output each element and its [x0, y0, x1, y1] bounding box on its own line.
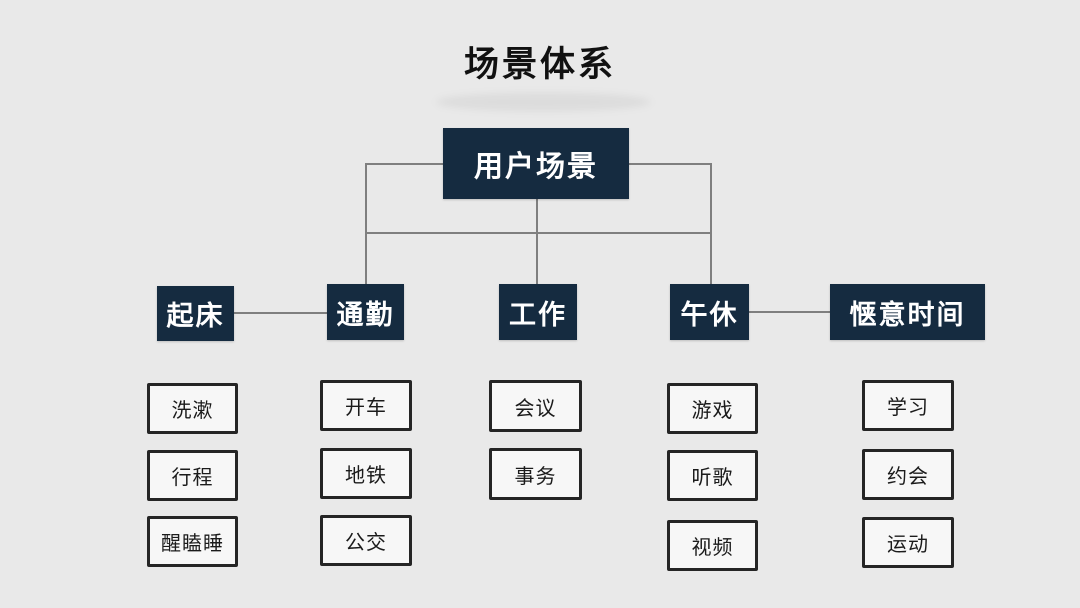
node-commute: 通勤 — [327, 284, 404, 340]
leaf-driving: 开车 — [320, 380, 412, 431]
diagram-title: 场景体系 — [463, 45, 616, 84]
title-shadow — [436, 93, 651, 111]
leaf-meeting: 会议 — [489, 380, 582, 432]
node-work: 工作 — [499, 284, 577, 340]
leaf-sports: 运动 — [862, 517, 954, 568]
leaf-videos: 视频 — [667, 520, 758, 571]
leaf-tasks: 事务 — [489, 448, 582, 500]
leaf-wash-up: 洗漱 — [147, 383, 238, 434]
node-user-scenarios: 用户场景 — [443, 128, 629, 199]
leaf-games: 游戏 — [667, 383, 758, 434]
leaf-subway: 地铁 — [320, 448, 412, 499]
node-noon-break: 午休 — [670, 284, 749, 340]
leaf-study: 学习 — [862, 380, 954, 431]
leaf-wake-from-drowsiness: 醒瞌睡 — [147, 516, 238, 567]
node-get-up: 起床 — [157, 286, 234, 341]
leaf-dating: 约会 — [862, 449, 954, 500]
leaf-bus: 公交 — [320, 515, 412, 566]
leaf-music: 听歌 — [667, 450, 758, 501]
node-leisure-time: 惬意时间 — [830, 284, 985, 340]
leaf-itinerary: 行程 — [147, 450, 238, 501]
